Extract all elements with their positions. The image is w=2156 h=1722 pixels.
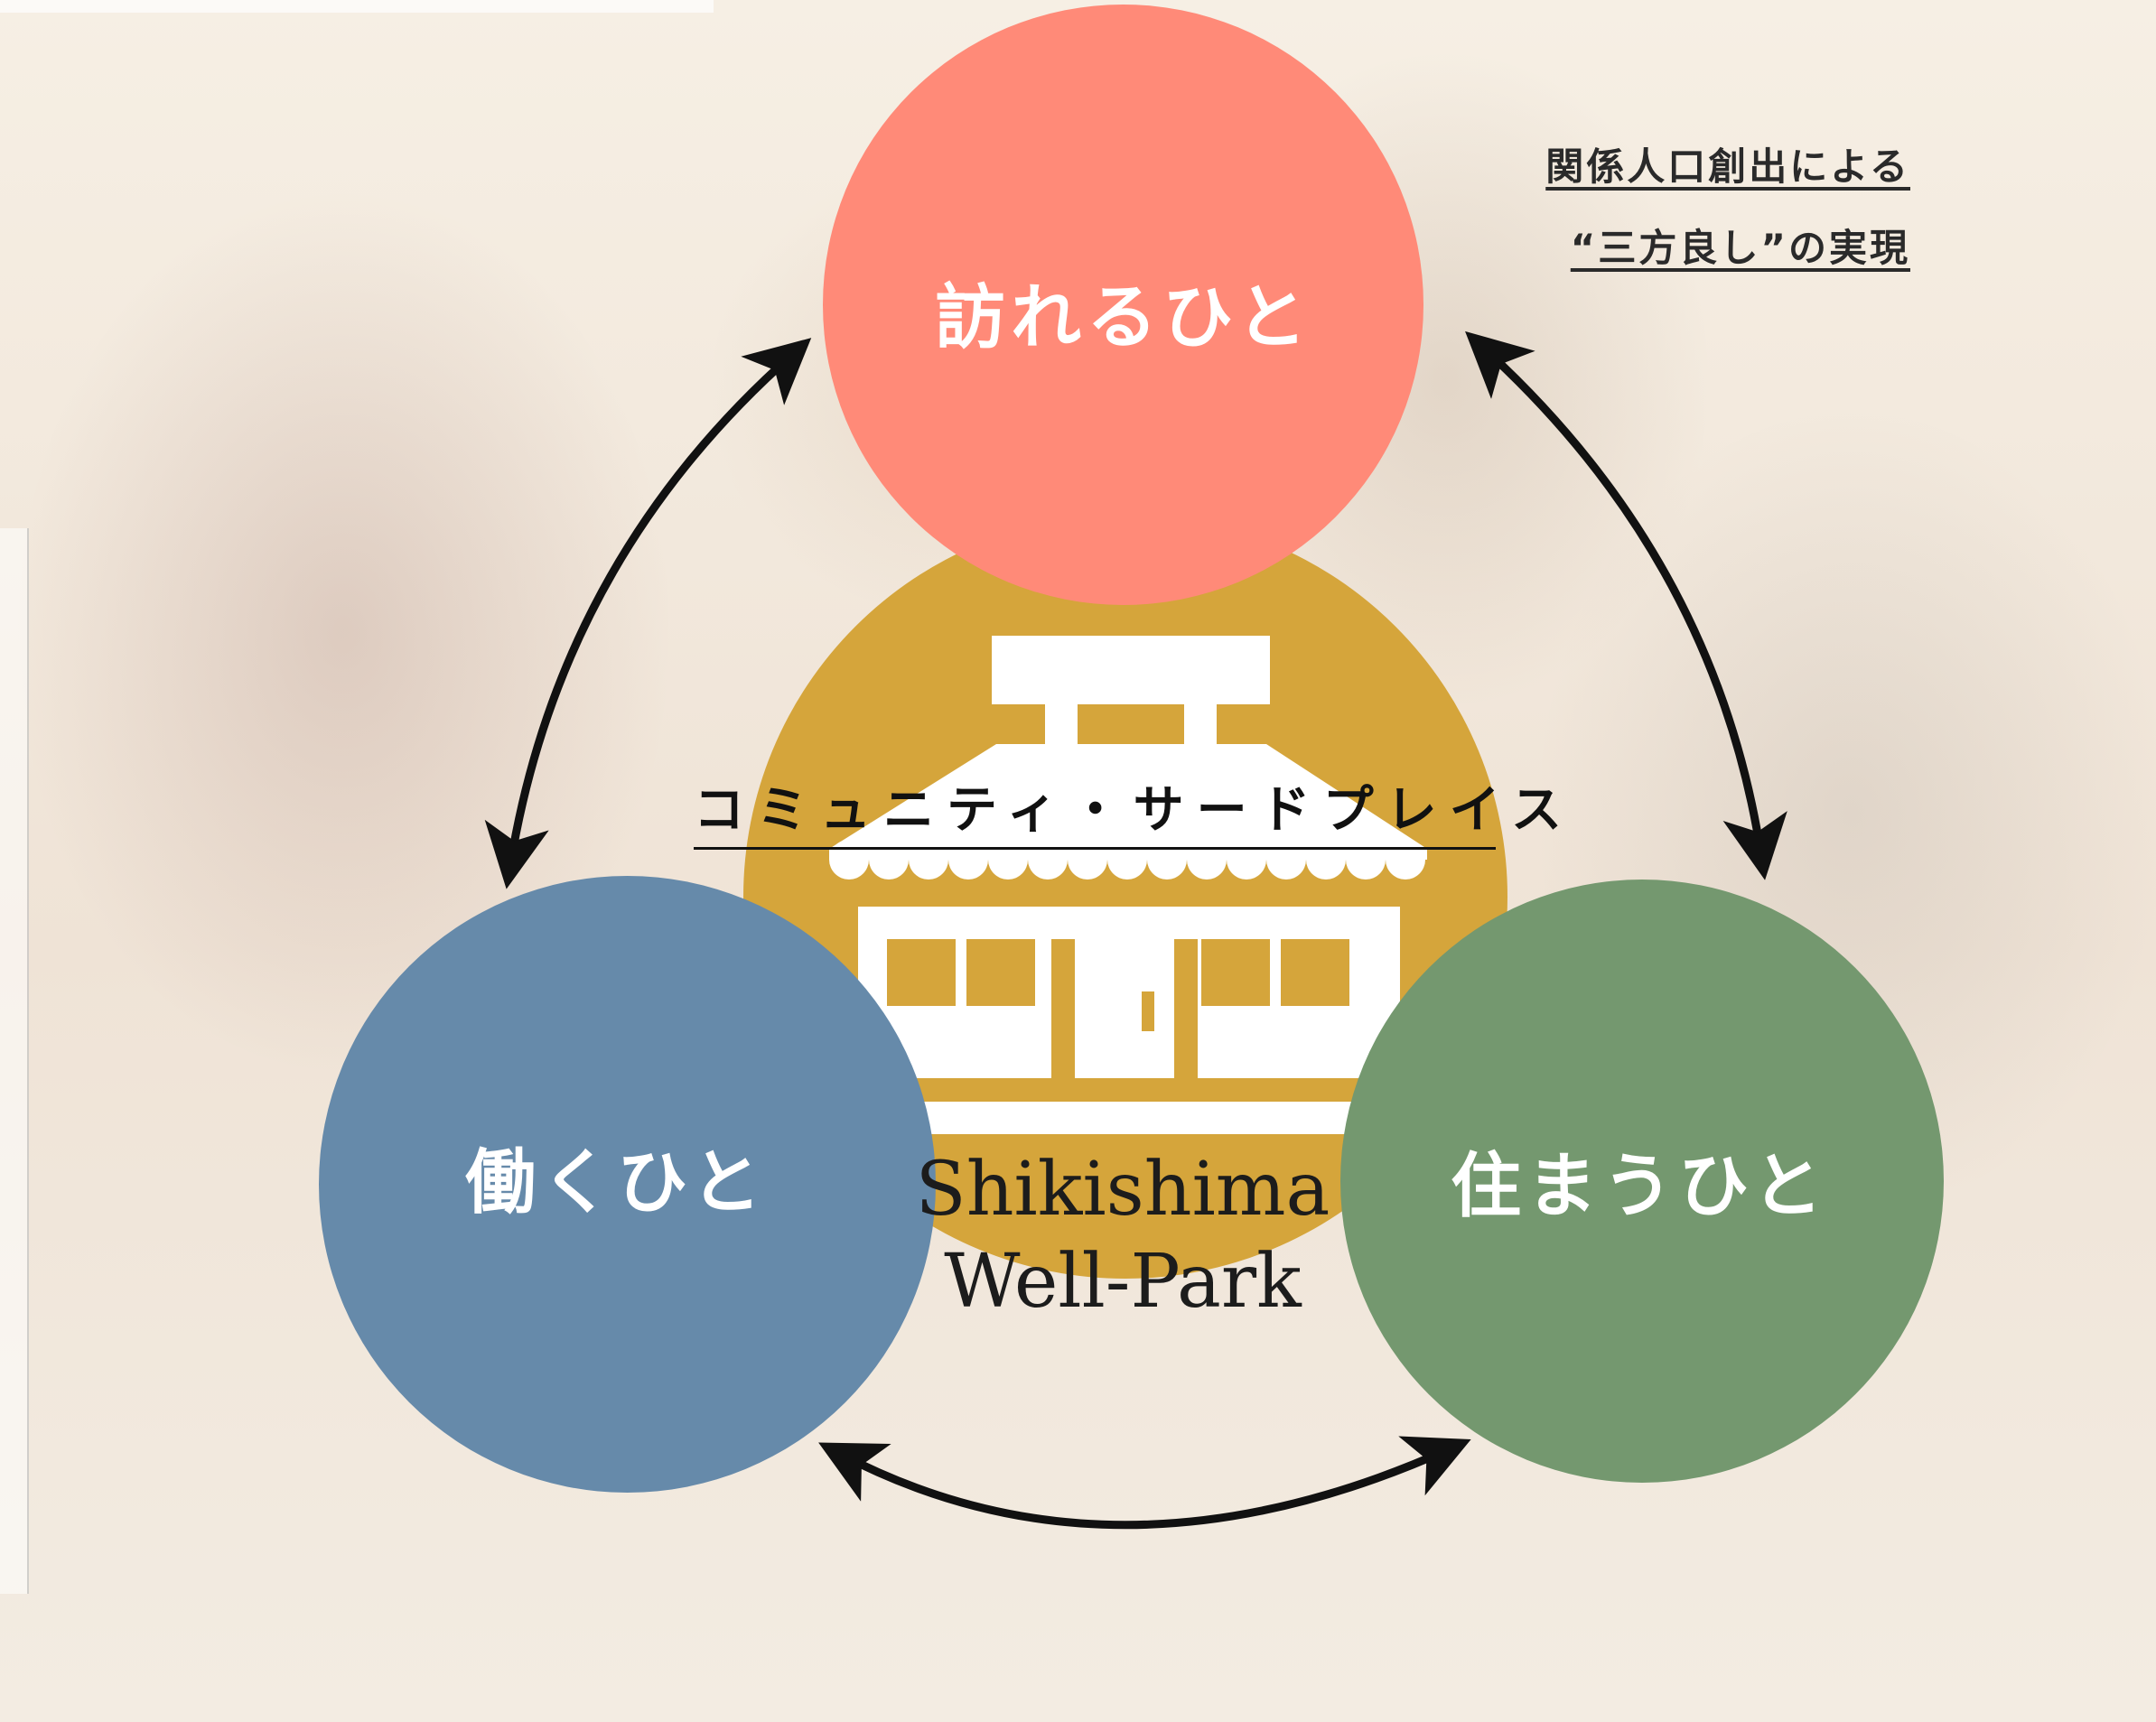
brand-line-1: Shikishima [915,1147,1330,1233]
background-panel [0,528,29,1594]
arrow-top-right [1465,330,1787,880]
arrow-bottom [818,1436,1471,1530]
node-label-residents: 住まうひと [1451,1146,1828,1227]
brand-line-2: Well-Park [944,1239,1302,1325]
brand-name: Shikishima Well-Park [910,1145,1335,1329]
node-label-visitors: 訪れるひと [935,277,1312,358]
slogan-line-1: 関係人口創出による [1545,144,1910,189]
right-circle [1340,880,1944,1483]
left-circle [319,876,936,1493]
background-bar [0,0,714,13]
node-label-workers: 働くひと [465,1142,767,1224]
slogan-line-2: “三方良し”の実現 [1570,226,1910,270]
community-third-place-label: コミュニティ・サードプレイス [694,778,1562,850]
arrow-top-left [484,338,812,889]
slogan: 関係人口創出による “三方良し”の実現 [1545,126,1910,289]
top-circle [823,5,1423,605]
